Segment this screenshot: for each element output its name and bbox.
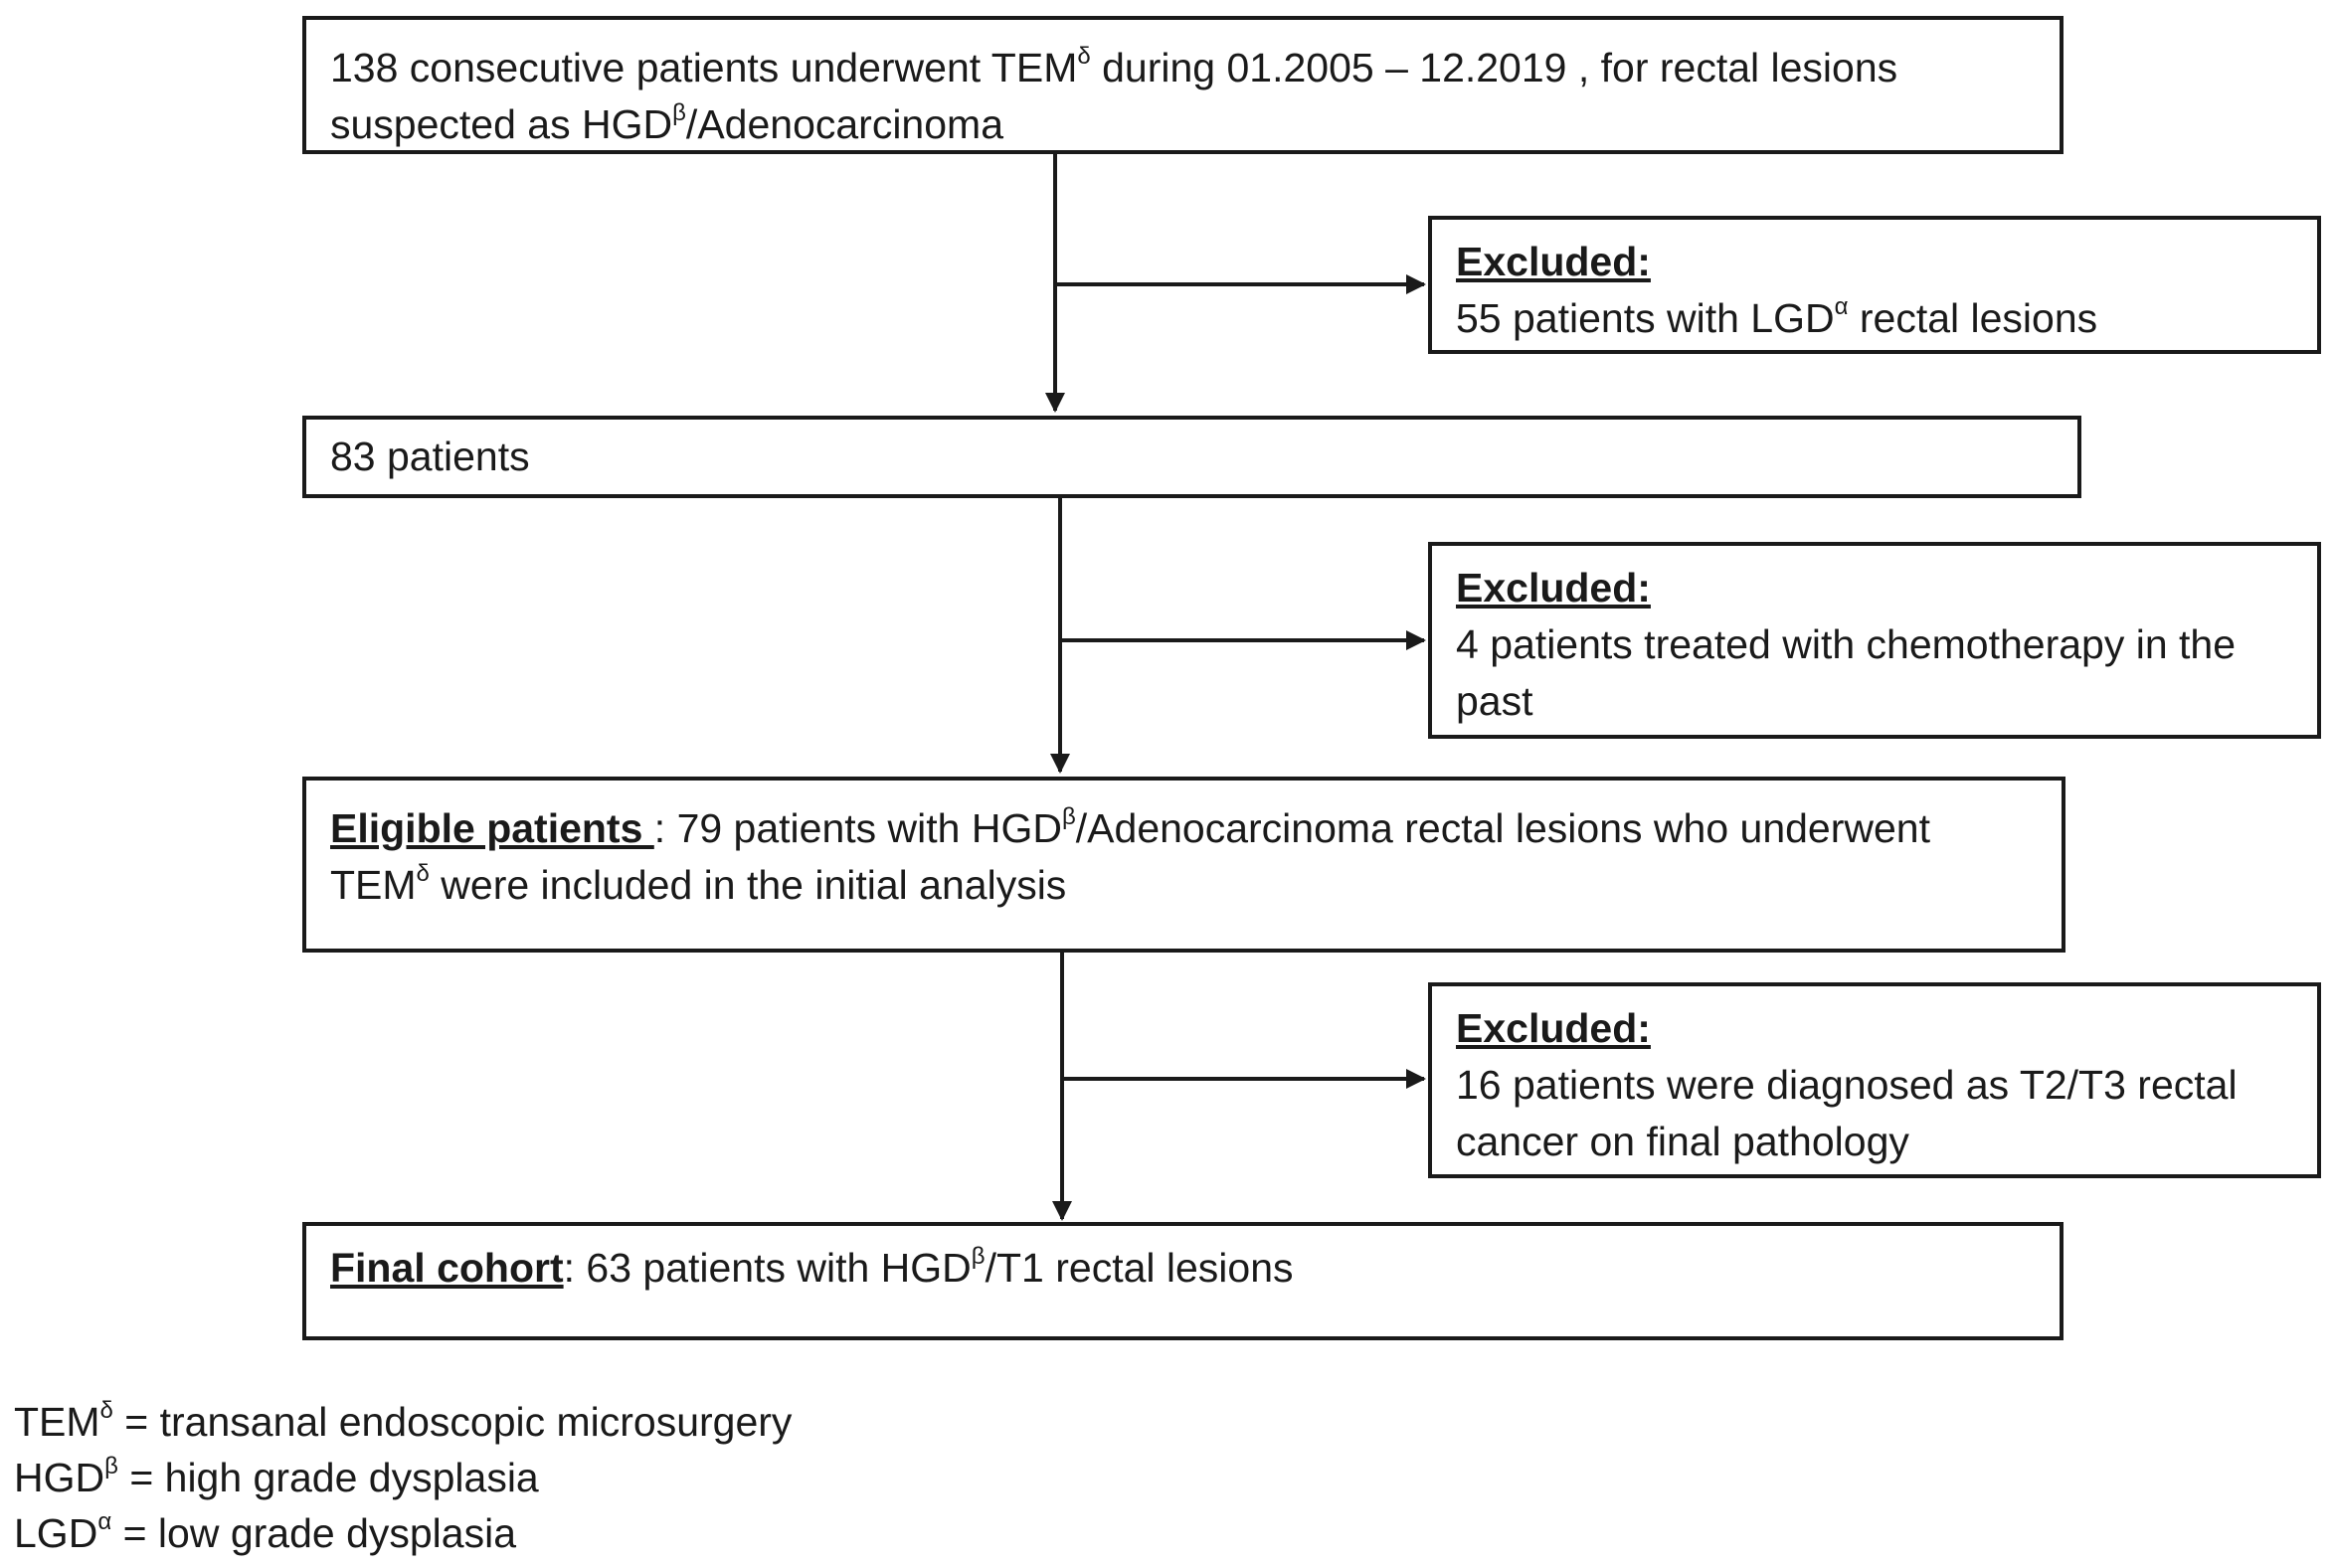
exclusion-2-text: 4 patients treated with chemotherapy in … [1456, 621, 2237, 724]
legend-superscript: α [97, 1508, 112, 1535]
initial-patients-text-c: /Adenocarcinoma [685, 101, 1003, 147]
legend-item-hgd: HGDβ = high grade dysplasia [14, 1450, 792, 1505]
legend-item-lgd: LGDα = low grade dysplasia [14, 1505, 792, 1561]
patients-83-box: 83 patients [302, 416, 2081, 498]
final-cohort-text-a: : 63 patients with HGD [563, 1245, 972, 1291]
exclusion-1-heading: Excluded: [1456, 239, 1651, 284]
hgd-superscript: β [971, 1243, 986, 1270]
initial-patients-text-b: during 01.2005 – 12.2019 , for rectal le… [330, 45, 1898, 147]
legend-definition: = transanal endoscopic microsurgery [112, 1399, 793, 1445]
eligible-patients-text-c: were included in the initial analysis [429, 862, 1067, 908]
hgd-superscript: β [672, 99, 686, 126]
tem-superscript: δ [1077, 43, 1091, 70]
exclusion-1-text-b: rectal lesions [1848, 295, 2098, 341]
eligible-patients-text-b: /Adenocarcinoma rectal lesions who under… [330, 805, 1930, 908]
exclusion-box-2: Excluded: 4 patients treated with chemot… [1428, 542, 2321, 739]
legend-item-tem: TEMδ = transanal endoscopic microsurgery [14, 1394, 792, 1450]
final-cohort-box: Final cohort: 63 patients with HGDβ/T1 r… [302, 1222, 2064, 1340]
exclusion-box-1: Excluded: 55 patients with LGDα rectal l… [1428, 216, 2321, 354]
patients-83-text: 83 patients [330, 434, 530, 479]
abbreviation-legend: TEMδ = transanal endoscopic microsurgery… [14, 1394, 792, 1561]
legend-definition: = high grade dysplasia [117, 1455, 539, 1500]
tem-superscript: δ [416, 860, 430, 887]
final-cohort-text-b: /T1 rectal lesions [985, 1245, 1294, 1291]
legend-superscript: β [104, 1453, 118, 1480]
exclusion-3-text: 16 patients were diagnosed as T2/T3 rect… [1456, 1062, 2238, 1164]
final-cohort-heading: Final cohort [330, 1245, 564, 1291]
hgd-superscript: β [1061, 803, 1076, 830]
lgd-superscript: α [1834, 293, 1849, 320]
exclusion-2-heading: Excluded: [1456, 565, 1651, 610]
exclusion-box-3: Excluded: 16 patients were diagnosed as … [1428, 982, 2321, 1178]
eligible-patients-box: Eligible patients : 79 patients with HGD… [302, 777, 2065, 953]
exclusion-1-text-a: 55 patients with LGD [1456, 295, 1835, 341]
initial-patients-text-a: 138 consecutive patients underwent TEM [330, 45, 1078, 90]
exclusion-1-text: 55 patients with LGDα rectal lesions [1456, 290, 2293, 347]
initial-patients-box: 138 consecutive patients underwent TEMδ … [302, 16, 2064, 154]
eligible-patients-heading: Eligible patients [330, 805, 654, 851]
eligible-patients-text-a: : 79 patients with HGD [653, 805, 1062, 851]
legend-abbr: TEM [14, 1399, 100, 1445]
exclusion-3-heading: Excluded: [1456, 1005, 1651, 1051]
legend-definition: = low grade dysplasia [111, 1510, 517, 1556]
legend-superscript: δ [99, 1397, 113, 1424]
legend-abbr: LGD [14, 1510, 98, 1556]
legend-abbr: HGD [14, 1455, 105, 1500]
